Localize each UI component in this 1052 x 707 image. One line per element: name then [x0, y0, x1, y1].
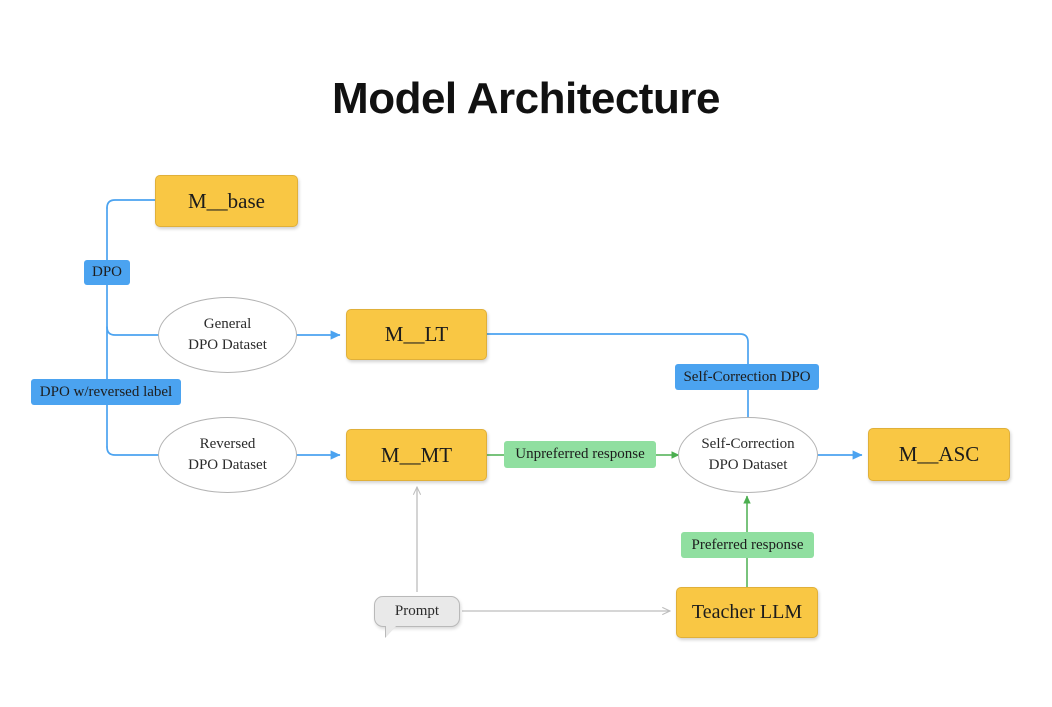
node-teacher-llm-label: Teacher LLM — [691, 601, 803, 623]
page-title: Model Architecture — [332, 74, 720, 123]
edge-label-unpreferred-response-text: Unpreferred response — [515, 446, 645, 462]
node-teacher-llm[interactable]: Teacher LLM — [676, 587, 818, 638]
edge-label-unpreferred-response[interactable]: Unpreferred response — [504, 441, 656, 468]
speech-bubble-tail-icon — [386, 625, 397, 637]
node-reversed-dpo-dataset-line1: Reversed — [199, 435, 256, 452]
node-general-dpo-dataset-line1: General — [203, 315, 252, 332]
node-prompt[interactable]: Prompt — [374, 596, 460, 637]
node-prompt-label: Prompt — [394, 603, 440, 619]
node-m-mt-label: M__MT — [380, 442, 453, 467]
edge-label-preferred-response[interactable]: Preferred response — [681, 532, 814, 558]
node-m-lt[interactable]: M__LT — [346, 309, 487, 360]
edge-label-dpo-text: DPO — [91, 264, 122, 280]
edge-label-preferred-response-text: Preferred response — [691, 536, 804, 553]
node-m-asc-label: M__ASC — [898, 442, 980, 466]
edge-mlt-to-sc-dataset — [487, 333, 749, 417]
node-m-mt[interactable]: M__MT — [346, 429, 487, 481]
node-m-base-label: M__base — [188, 188, 265, 213]
node-m-asc[interactable]: M__ASC — [868, 428, 1010, 481]
edge-label-self-correction-dpo[interactable]: Self-Correction DPO — [675, 364, 819, 390]
node-self-correction-dpo-dataset-line2: DPO Dataset — [708, 457, 788, 473]
node-self-correction-dpo-dataset-line1: Self-Correction — [701, 435, 795, 452]
node-self-correction-dpo-dataset[interactable]: Self-Correction DPO Dataset — [678, 417, 818, 493]
edge-label-dpo[interactable]: DPO — [84, 260, 130, 285]
edge-label-dpo-reversed[interactable]: DPO w/reversed label — [31, 379, 181, 405]
edge-to-general-dataset — [106, 326, 161, 336]
edge-to-reversed-dataset — [106, 446, 161, 456]
edge-label-self-correction-dpo-text: Self-Correction DPO — [683, 368, 811, 385]
node-general-dpo-dataset[interactable]: General DPO Dataset — [158, 297, 297, 373]
node-general-dpo-dataset-line2: DPO Dataset — [188, 337, 267, 353]
node-reversed-dpo-dataset[interactable]: Reversed DPO Dataset — [158, 417, 297, 493]
node-m-base[interactable]: M__base — [155, 175, 298, 227]
node-reversed-dpo-dataset-line2: DPO Dataset — [188, 457, 267, 473]
node-m-lt-label: M__LT — [384, 322, 449, 346]
edge-label-dpo-reversed-text: DPO w/reversed label — [39, 383, 173, 400]
edge-to-m-base — [106, 199, 156, 209]
